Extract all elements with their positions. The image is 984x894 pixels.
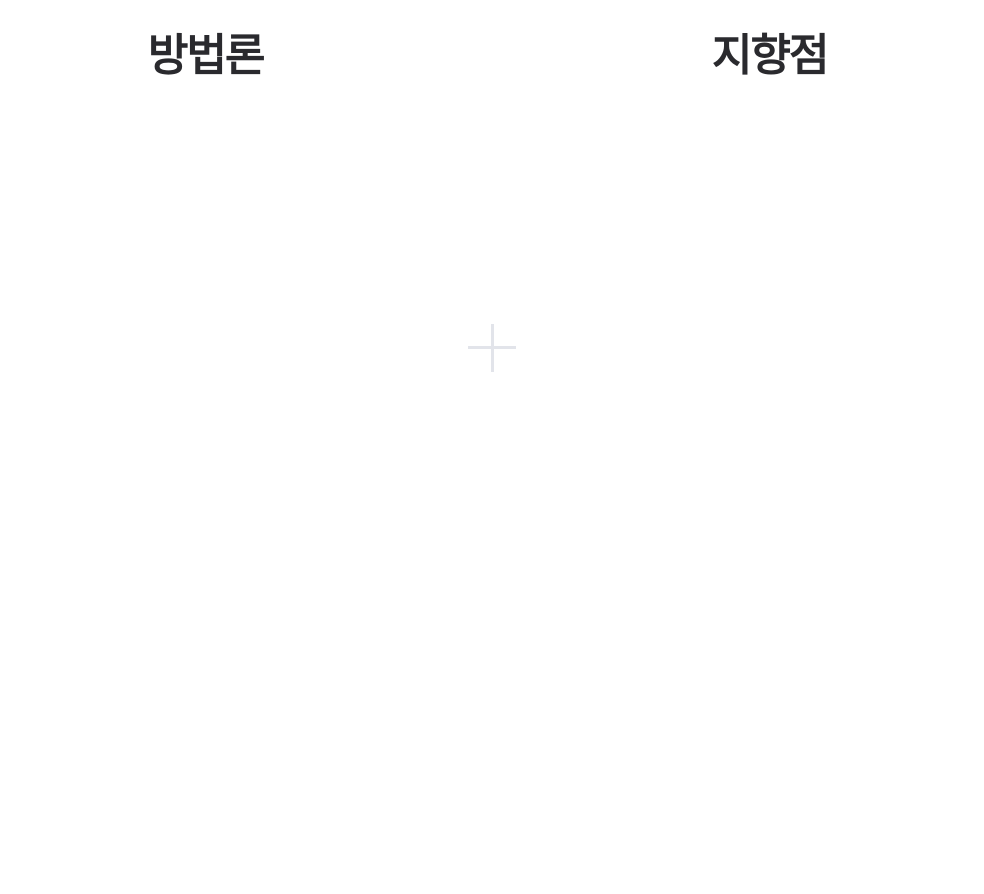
heading-methodology: 방법론 bbox=[148, 30, 265, 81]
plus-icon-vertical-stroke bbox=[491, 324, 494, 372]
plus-icon bbox=[468, 324, 516, 372]
heading-direction: 지향점 bbox=[712, 30, 829, 81]
